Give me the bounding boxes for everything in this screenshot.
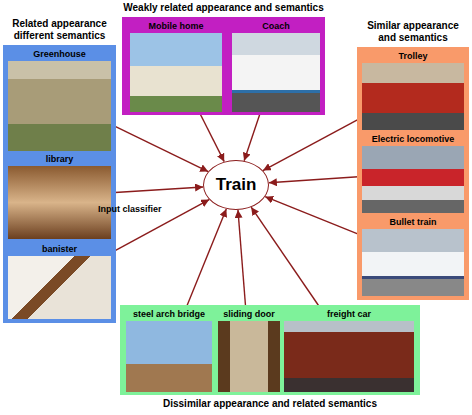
image-label: Trolley <box>362 50 464 61</box>
arrow-connector <box>111 124 208 171</box>
photo-placeholder <box>284 321 414 392</box>
group-panel: Related appearance different semanticsGr… <box>3 45 116 323</box>
arrow-connector <box>251 207 320 308</box>
photo-placeholder <box>362 146 464 213</box>
group-heading: Weakly related appearance and semantics <box>89 2 359 14</box>
image-label: banister <box>8 243 111 254</box>
photo-placeholder <box>218 321 280 392</box>
image-node: Coach <box>232 20 320 112</box>
photo-placeholder <box>232 33 320 112</box>
class-label: Train <box>216 175 257 195</box>
image-label: Electric locomotive <box>362 133 464 144</box>
image-label: freight car <box>284 308 414 319</box>
image-label: Greenhouse <box>8 48 111 59</box>
image-node: steel arch bridge <box>126 308 212 392</box>
image-label: Bullet train <box>362 216 464 227</box>
arrow-connector <box>244 112 260 161</box>
image-label: steel arch bridge <box>126 308 212 319</box>
group-heading: Similar appearance and semantics <box>357 20 469 44</box>
annotation-label: Input classifier <box>98 204 162 215</box>
image-node: banister <box>8 243 111 319</box>
arrow-connector <box>186 209 226 308</box>
photo-placeholder <box>362 229 464 296</box>
photo-placeholder <box>130 33 222 112</box>
photo-placeholder <box>8 256 111 319</box>
group-heading: Related appearance different semantics <box>3 18 116 42</box>
image-node: freight car <box>284 308 414 392</box>
arrow-connector <box>265 197 362 236</box>
image-node: Bullet train <box>362 216 464 296</box>
class-circle: Train <box>203 160 269 210</box>
image-node: library <box>8 153 111 239</box>
group-panel: Dissimilar appearance and related semant… <box>120 305 420 395</box>
image-node: Electric locomotive <box>362 133 464 213</box>
image-label: sliding door <box>218 308 280 319</box>
image-node: sliding door <box>218 308 280 392</box>
group-panel: Weakly related appearance and semanticsM… <box>122 17 325 115</box>
image-node: Trolley <box>362 50 464 130</box>
image-node: Mobile home <box>130 20 222 112</box>
arrow-connector <box>238 210 246 308</box>
group-heading: Dissimilar appearance and related semant… <box>120 398 420 410</box>
group-panel: Similar appearance and semanticsTrolleyE… <box>357 47 469 300</box>
photo-placeholder <box>362 63 464 130</box>
arrow-connector <box>263 117 362 170</box>
image-node: Greenhouse <box>8 48 111 151</box>
photo-placeholder <box>126 321 212 392</box>
image-label: library <box>8 153 111 164</box>
arrow-connector <box>269 176 362 182</box>
photo-placeholder <box>8 61 111 151</box>
arrow-connector <box>199 112 224 162</box>
photo-placeholder <box>8 166 111 239</box>
arrow-connector <box>111 187 203 193</box>
image-label: Mobile home <box>130 20 222 31</box>
image-label: Coach <box>232 20 320 31</box>
